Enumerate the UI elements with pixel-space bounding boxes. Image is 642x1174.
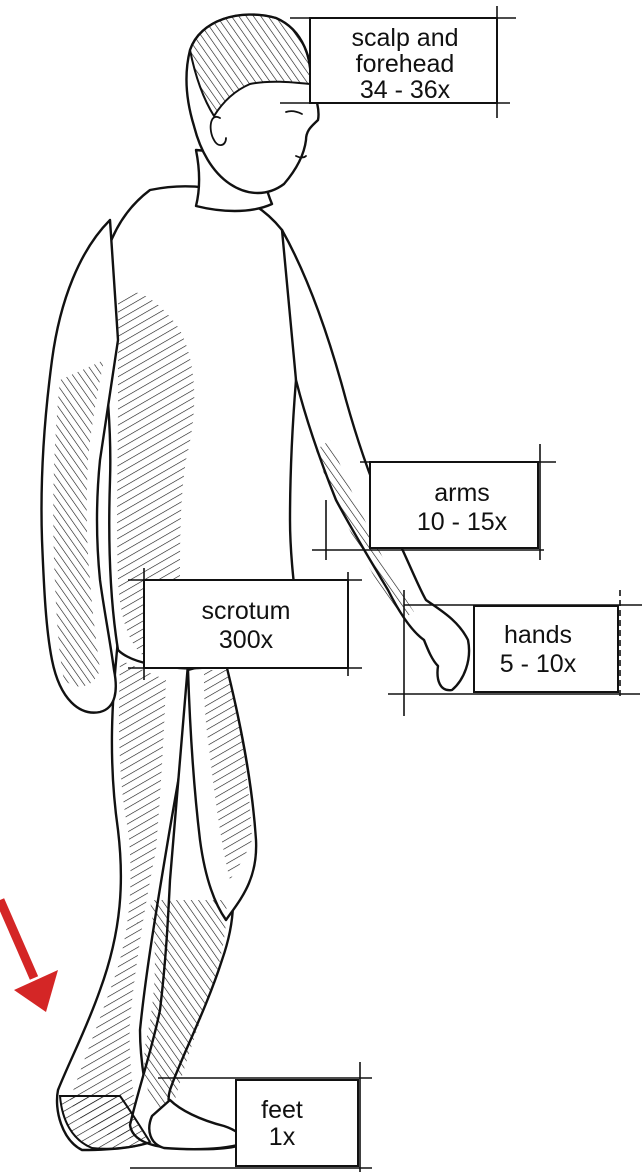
arms-label: arms	[434, 479, 490, 507]
scalp-value: 34 - 36x	[360, 76, 451, 104]
feet-value: 1x	[269, 1123, 296, 1151]
hands-label: hands	[504, 621, 572, 649]
scrotum-label: scrotum	[202, 597, 291, 625]
scalp-label-line-2: forehead	[356, 50, 455, 78]
front-leg-shading	[144, 900, 226, 1118]
callout-hands: hands 5 - 10x	[500, 621, 577, 678]
arms-value: 10 - 15x	[417, 508, 508, 536]
callout-scalp: scalp and forehead 34 - 36x	[351, 24, 458, 104]
feet-label: feet	[261, 1096, 303, 1124]
scrotum-value: 300x	[219, 626, 274, 654]
hands-callout-box	[474, 606, 618, 692]
red-arrow-icon	[0, 900, 58, 1012]
scalp-label-line-1: scalp and	[351, 24, 458, 52]
hands-value: 5 - 10x	[500, 650, 577, 678]
front-foot	[149, 1100, 242, 1149]
